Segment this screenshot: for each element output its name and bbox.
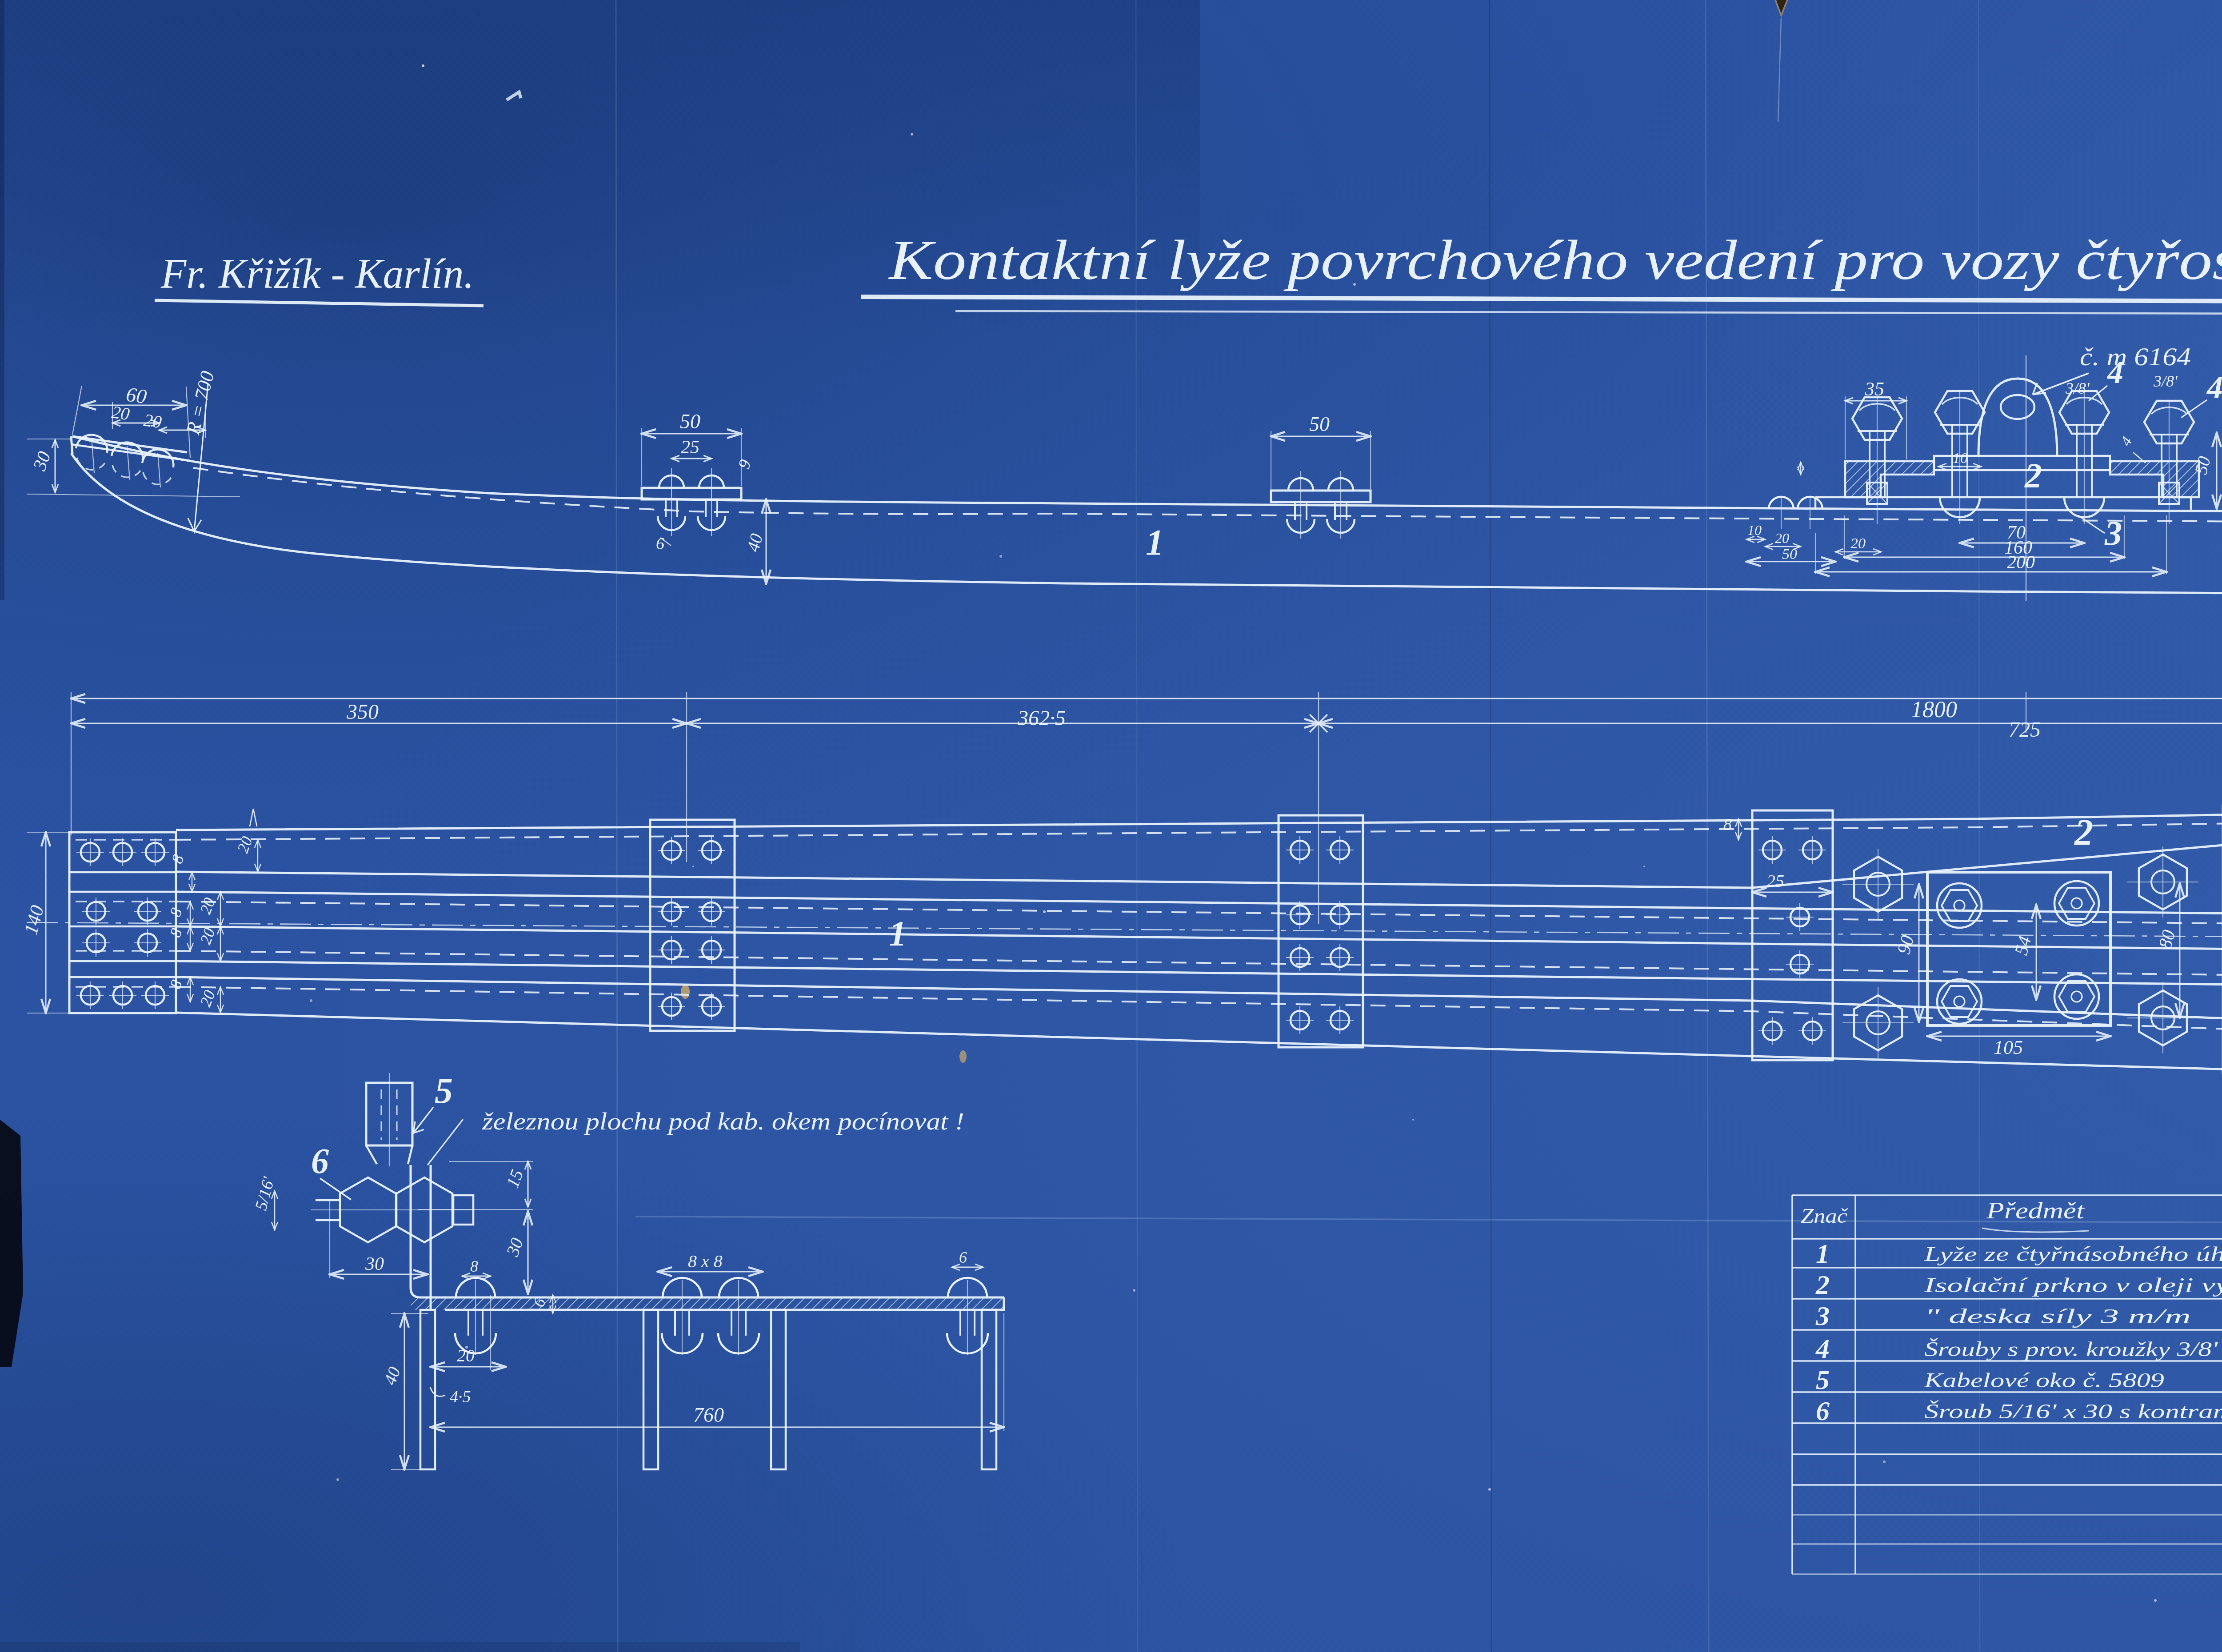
svg-text:Kabelové oko č. 5809: Kabelové oko č. 5809 xyxy=(1924,1369,2164,1392)
svg-text:362·5: 362·5 xyxy=(1017,706,1066,730)
svg-text:50: 50 xyxy=(1309,413,1330,435)
svg-text:Znač: Znač xyxy=(1801,1205,1849,1227)
svg-text:2: 2 xyxy=(1815,1269,1830,1300)
svg-text:725: 725 xyxy=(2009,718,2041,741)
svg-text:" deska síly 3 m/m: " deska síly 3 m/m xyxy=(1924,1305,2191,1328)
svg-text:25: 25 xyxy=(681,437,699,457)
svg-text:3: 3 xyxy=(2104,514,2122,552)
svg-text:350: 350 xyxy=(346,700,379,723)
svg-text:50: 50 xyxy=(1782,546,1797,562)
svg-text:Šroub 5/16' x 30 s kontramatko: Šroub 5/16' x 30 s kontramatkou xyxy=(1924,1400,2222,1423)
svg-text:25: 25 xyxy=(1766,871,1784,891)
svg-text:10: 10 xyxy=(1747,522,1762,538)
svg-text:105: 105 xyxy=(1994,1037,2023,1058)
svg-text:Fr. Křižík - Karlín.: Fr. Křižík - Karlín. xyxy=(160,250,474,297)
svg-text:5: 5 xyxy=(435,1070,453,1111)
svg-text:Šrouby s prov. kroužky 3/8' x: Šrouby s prov. kroužky 3/8' x 50 xyxy=(1924,1338,2222,1361)
svg-text:4: 4 xyxy=(1815,1333,1830,1364)
svg-text:1: 1 xyxy=(1816,1238,1830,1269)
svg-text:8: 8 xyxy=(1723,815,1732,834)
svg-text:6: 6 xyxy=(656,534,664,553)
svg-text:Isolační prkno v oleji vyvařen: Isolační prkno v oleji vyvařené xyxy=(1923,1274,2222,1297)
svg-text:6: 6 xyxy=(1816,1396,1830,1426)
svg-text:3/8': 3/8' xyxy=(2065,379,2090,397)
svg-text:10: 10 xyxy=(1953,450,1968,466)
svg-text:30: 30 xyxy=(365,1253,384,1274)
svg-text:35: 35 xyxy=(1864,378,1884,400)
svg-text:20: 20 xyxy=(1850,535,1866,551)
svg-text:6: 6 xyxy=(311,1141,329,1181)
svg-text:760: 760 xyxy=(693,1404,724,1426)
svg-text:20: 20 xyxy=(1775,530,1789,546)
svg-text:1800: 1800 xyxy=(1911,697,1957,722)
svg-text:50: 50 xyxy=(680,410,700,433)
svg-text:4·5: 4·5 xyxy=(450,1387,471,1406)
svg-text:2: 2 xyxy=(2074,812,2093,853)
svg-text:1: 1 xyxy=(889,914,907,953)
svg-text:č. m 6164: č. m 6164 xyxy=(2080,343,2191,371)
svg-text:8: 8 xyxy=(470,1257,478,1275)
svg-text:1: 1 xyxy=(1146,522,1164,563)
svg-text:2: 2 xyxy=(2024,456,2042,495)
svg-text:4: 4 xyxy=(2106,355,2123,390)
svg-text:20: 20 xyxy=(111,402,131,424)
svg-text:5: 5 xyxy=(1816,1365,1830,1395)
svg-text:6: 6 xyxy=(959,1249,967,1266)
svg-text:Předmět: Předmět xyxy=(1986,1198,2085,1223)
svg-text:3: 3 xyxy=(1815,1301,1830,1331)
svg-text:Lyže ze čtyřnásobného úhlového: Lyže ze čtyřnásobného úhlového železa xyxy=(1924,1243,2222,1265)
svg-text:Kontaktní lyže povrchového ved: Kontaktní lyže povrchového vedení pro vo… xyxy=(888,228,2222,291)
svg-text:20: 20 xyxy=(457,1345,475,1365)
svg-text:8 x 8: 8 x 8 xyxy=(688,1251,723,1271)
svg-text:4: 4 xyxy=(2206,370,2222,405)
svg-text:železnou plochu pod kab. okem: železnou plochu pod kab. okem pocínovat … xyxy=(482,1108,964,1135)
svg-text:3/8': 3/8' xyxy=(2153,372,2178,390)
svg-text:200: 200 xyxy=(2007,552,2035,572)
svg-text:20: 20 xyxy=(143,410,163,432)
